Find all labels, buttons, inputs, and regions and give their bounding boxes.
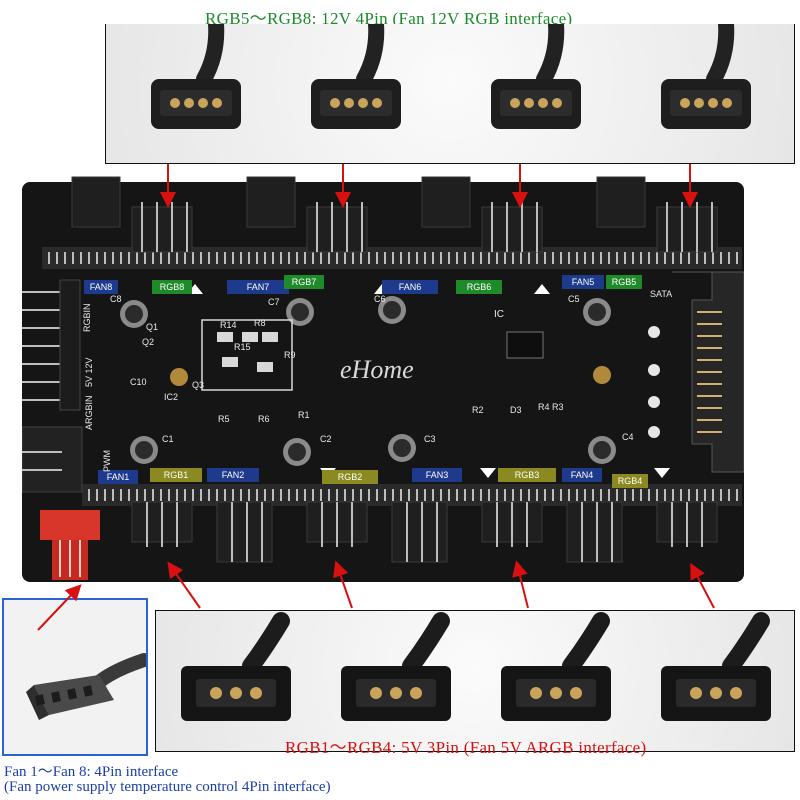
silk-c2: C2 xyxy=(320,434,332,444)
label-fan6: FAN6 xyxy=(382,280,438,294)
arrow-rgb3 xyxy=(512,560,529,609)
bottom-connectors-svg xyxy=(181,612,771,721)
rgb-4pin-connector xyxy=(151,16,241,129)
rgb-4pin-connector xyxy=(311,16,401,129)
argb-3pin-connector xyxy=(181,612,291,721)
silk-r5: R5 xyxy=(218,414,230,424)
silk-r3: R3 xyxy=(552,402,564,412)
label-fan3: FAN3 xyxy=(412,468,462,482)
top-connectors-box xyxy=(105,16,795,164)
silk-ic2: IC2 xyxy=(164,392,179,402)
silk-r4: R4 xyxy=(538,402,550,412)
controller-board: FAN8 RGB8 FAN7 RGB7 FAN6 RGB6 FAN5 RGB5 … xyxy=(17,172,745,590)
silk-d3: D3 xyxy=(510,405,522,415)
arrow-rgb2 xyxy=(333,560,353,609)
ic-chip xyxy=(506,331,544,359)
pwm-connector xyxy=(40,510,100,540)
silk-ic: IC xyxy=(494,309,504,320)
silk-r14: R14 xyxy=(220,320,237,330)
label-rgb7: RGB7 xyxy=(284,275,324,289)
fan-connector-svg xyxy=(26,653,151,720)
silk-c8: C8 xyxy=(110,294,122,304)
silk-c5: C5 xyxy=(568,294,580,304)
argb-3pin-connector xyxy=(661,612,771,721)
label-fan2: FAN2 xyxy=(207,468,259,482)
label-fan5: FAN5 xyxy=(562,275,604,289)
silk-r8: R8 xyxy=(254,318,266,328)
label-rgb8: RGB8 xyxy=(152,280,192,294)
silk-c1: C1 xyxy=(162,434,174,444)
silk-r9: R9 xyxy=(284,350,296,360)
silk-q2: Q2 xyxy=(142,337,155,347)
label-fan1: FAN1 xyxy=(98,470,138,484)
capacitors xyxy=(120,296,616,466)
silk-c6: C6 xyxy=(374,294,386,304)
arrow-fan-pwm xyxy=(37,584,82,631)
argb-3pin-connector xyxy=(341,612,451,721)
label-rgb4: RGB4 xyxy=(612,474,648,488)
label-rgb3: RGB3 xyxy=(498,468,556,482)
silk-q3: Q3 xyxy=(192,380,205,390)
label-rgb1: RGB1 xyxy=(150,468,202,482)
silk-sata: SATA xyxy=(650,289,673,299)
silk-r1: R1 xyxy=(298,410,310,420)
label-fan7: FAN7 xyxy=(227,280,289,294)
label-rgb6: RGB6 xyxy=(456,280,502,294)
silk-c3: C3 xyxy=(424,434,436,444)
bottom-caption-line1: Fan 1～Fan 8: 4Pin interface xyxy=(4,764,179,780)
silk-r15: R15 xyxy=(234,342,251,352)
silk-r2: R2 xyxy=(472,405,484,415)
top-caption: RGB5～RGB8: 12V 4Pin (Fan 12V RGB interfa… xyxy=(205,9,573,28)
silk-c7: C7 xyxy=(268,297,280,307)
silk-c4: C4 xyxy=(622,432,634,442)
rgb-4pin-connector xyxy=(491,16,581,129)
top-connectors-svg xyxy=(151,16,751,129)
rgb-4pin-connector xyxy=(661,16,751,129)
board-logo: eHome xyxy=(340,355,414,384)
fan-connector-box xyxy=(2,598,151,756)
label-rgb2: RGB2 xyxy=(322,470,378,484)
bottom-connectors-box xyxy=(155,610,795,752)
label-fan8: FAN8 xyxy=(84,280,118,294)
arrow-rgb1 xyxy=(167,561,201,609)
argb-3pin-connector xyxy=(501,612,611,721)
middle-caption: RGB1～RGB4: 5V 3Pin (Fan 5V ARGB interfac… xyxy=(285,738,647,757)
arrow-rgb4 xyxy=(690,562,715,609)
bottom-caption-line2: (Fan power supply temperature control 4P… xyxy=(4,779,331,795)
silk-q1: Q1 xyxy=(146,322,159,332)
label-rgb5: RGB5 xyxy=(606,275,642,289)
label-fan4: FAN4 xyxy=(562,468,602,482)
silk-c10: C10 xyxy=(130,377,147,387)
silk-r6: R6 xyxy=(258,414,270,424)
